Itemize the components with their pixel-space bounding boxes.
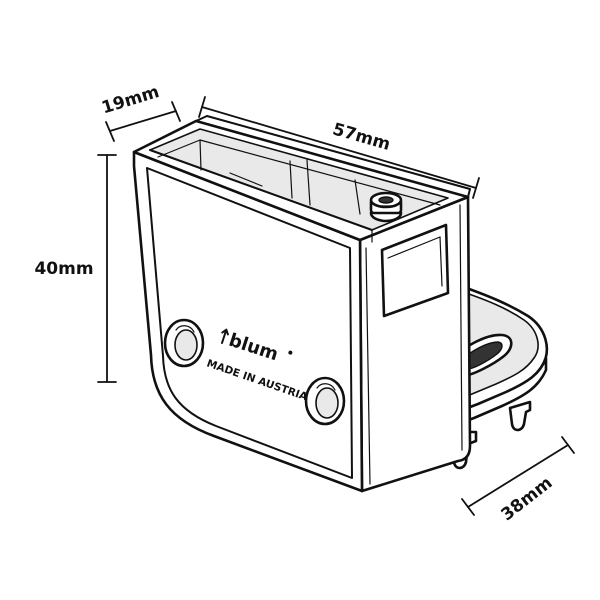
mounting-hole-left [163,318,205,368]
screw-icon [369,191,403,223]
dimension-19mm: 19mm [99,82,181,142]
dimension-label-40mm: 40mm [34,259,93,279]
dimension-label-38mm: 38mm [497,473,556,525]
dimension-40mm: 40mm [34,154,117,383]
dimension-label-57mm: 57mm [330,119,392,155]
brand-mark-icon [221,328,229,344]
side-plate [358,195,472,493]
dimension-38mm: 38mm [461,436,575,525]
mounting-hole-right [304,376,346,426]
dimension-label-19mm: 19mm [99,82,161,118]
